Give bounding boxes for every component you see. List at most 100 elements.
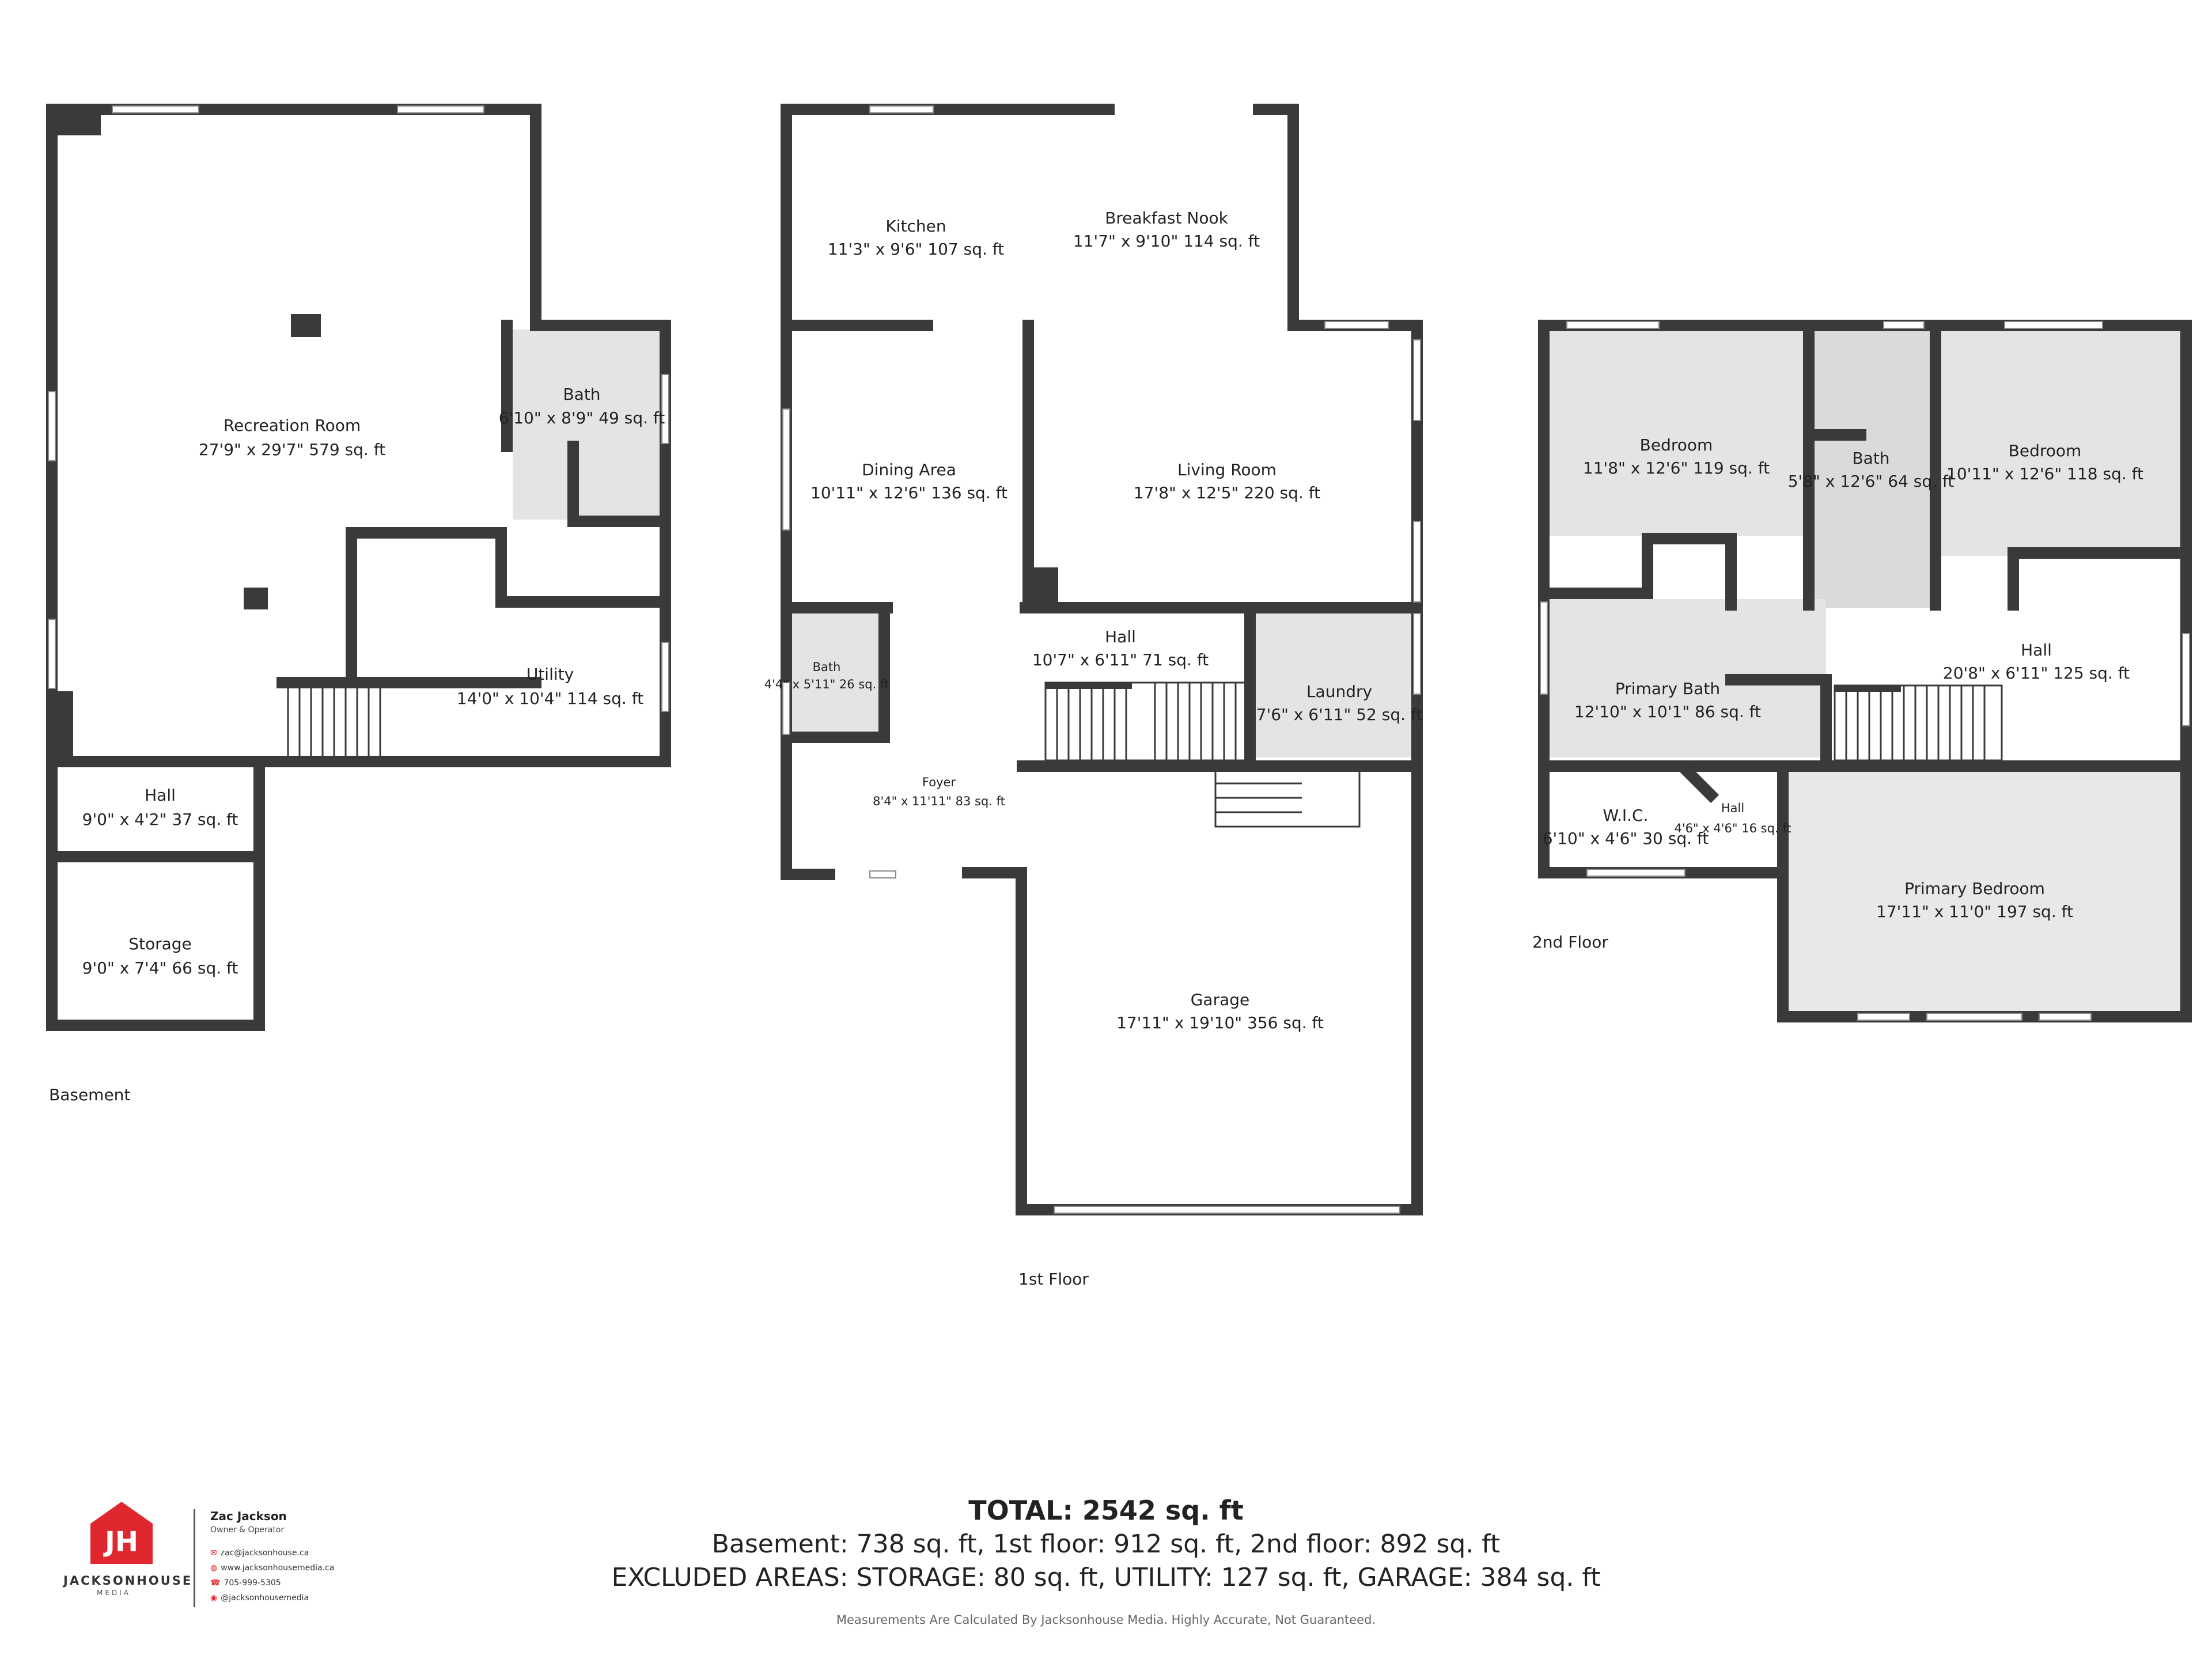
window [2182,633,2190,726]
contact-phone[interactable]: ☎705-999-5305 [210,1578,281,1588]
window [2004,321,2103,329]
logo-letters: JH [103,1526,138,1558]
window [1926,1013,2022,1021]
second-primary-bath-name: Primary Bath [1615,679,1720,698]
basement-hall-dims: 9'0" x 4'2" 37 sq. ft [82,810,238,829]
second-floor-plan: Bedroom 11'8" x 12'6" 119 sq. ft Bath 5'… [1532,320,2192,1022]
second-bath-name: Bath [1852,449,1889,468]
owner-name: Zac Jackson [210,1509,287,1523]
contact-website[interactable]: ◍www.jacksonhousemedia.ca [210,1563,334,1573]
second-bedroom2-name: Bedroom [2009,441,2082,460]
second-floor-label: 2nd Floor [1532,933,1608,952]
second-wic-name: W.I.C. [1603,806,1649,825]
window [397,105,484,113]
basement-post [291,314,321,337]
basement-utility-name: Utility [527,665,574,684]
basement-stairs [287,684,381,759]
basement-utility-dims: 14'0" x 10'4" 114 sq. ft [457,689,643,708]
first-laundry-name: Laundry [1306,682,1372,701]
email-icon: ✉ [210,1548,217,1558]
basement-storage-name: Storage [128,934,192,953]
window [661,642,669,712]
first-bath-dims: 4'4" x 5'11" 26 sq. ft [764,677,889,691]
company-name: JACKSONHOUSE [63,1574,193,1588]
window [1413,613,1421,695]
website-text: www.jacksonhousemedia.ca [221,1563,335,1573]
basement-plan: Recreation Room 27'9" x 29'7" 579 sq. ft… [46,104,671,1104]
jacksonhouse-logo: JH [90,1502,153,1564]
second-wic-dims: 6'10" x 4'6" 30 sq. ft [1543,829,1709,848]
basement-storage-dims: 9'0" x 7'4" 66 sq. ft [82,959,238,978]
second-primary-bedroom-dims: 17'11" x 11'0" 197 sq. ft [1876,902,2073,921]
basement-hall-name: Hall [145,786,176,805]
disclaimer: Measurements Are Calculated By Jacksonho… [836,1613,1376,1627]
garage-door [1054,1206,1400,1214]
window [48,619,56,689]
second-small-hall-dims: 4'6" x 4'6" 16 sq. ft [1674,821,1791,835]
window [661,374,669,444]
basement-post [244,588,268,609]
window [869,105,934,113]
window [782,682,790,735]
second-primary-bedroom-name: Primary Bedroom [1904,879,2045,898]
floor-breakdown: Basement: 738 sq. ft, 1st floor: 912 sq.… [711,1529,1501,1559]
brand-divider [194,1509,195,1607]
window [1540,601,1548,695]
window [48,391,56,461]
first-living-name: Living Room [1177,460,1277,479]
first-nook-dims: 11'7" x 9'10" 114 sq. ft [1073,232,1260,251]
phone-icon: ☎ [210,1578,221,1588]
window [1586,869,1685,877]
window [782,408,790,531]
company-subtitle: MEDIA [97,1589,131,1597]
social-text: @jacksonhousemedia [221,1593,309,1603]
window [1324,321,1389,329]
total-area: TOTAL: 2542 sq. ft [968,1495,1244,1526]
basement-wall-block [47,691,73,760]
first-nook-name: Breakfast Nook [1105,209,1228,228]
second-bedroom1-dims: 11'8" x 12'6" 119 sq. ft [1583,459,1770,478]
second-stairs [1834,684,2003,762]
basement-floor-label: Basement [49,1085,130,1104]
first-hall-name: Hall [1105,627,1136,646]
second-small-hall-name: Hall [1721,801,1744,815]
first-foyer-name: Foyer [922,775,956,789]
first-stairs [1044,681,1361,828]
first-dining-name: Dining Area [862,460,956,479]
contact-social[interactable]: ◉@jacksonhousemedia [210,1593,309,1603]
first-foyer-dims: 8'4" x 11'11" 83 sq. ft [873,794,1005,808]
first-post [1028,567,1058,605]
window [1857,1013,1910,1021]
first-bath-name: Bath [813,660,841,674]
window [869,870,896,878]
first-floor-label: 1st Floor [1018,1270,1089,1289]
second-bedroom2-fill [1938,331,2180,556]
owner-role: Owner & Operator [210,1525,285,1535]
window [1413,339,1421,421]
email-text: zac@jacksonhouse.ca [220,1548,309,1558]
first-bath-fill [790,611,882,736]
window [2039,1013,2092,1021]
window [1566,321,1660,329]
first-kitchen-dims: 11'3" x 9'6" 107 sq. ft [828,240,1004,259]
basement-recreation-dims: 27'9" x 29'7" 579 sq. ft [199,440,385,459]
window [1413,521,1421,603]
second-primary-bath-dims: 12'10" x 10'1" 86 sq. ft [1574,702,1761,721]
second-bedroom2-dims: 10'11" x 12'6" 118 sq. ft [1946,464,2143,483]
instagram-icon: ◉ [210,1593,218,1603]
first-laundry-fill [1256,611,1411,757]
excluded-areas: EXCLUDED AREAS: STORAGE: 80 sq. ft, UTIL… [611,1563,1601,1592]
first-garage-dims: 17'11" x 19'10" 356 sq. ft [1116,1013,1324,1032]
first-hall-dims: 10'7" x 6'11" 71 sq. ft [1032,650,1209,669]
first-floor-plan: Kitchen 11'3" x 9'6" 107 sq. ft Breakfas… [764,104,1423,1289]
second-bedroom1-fill [1550,331,1806,536]
basement-bath-dims: 6'10" x 8'9" 49 sq. ft [499,408,665,427]
first-garage-name: Garage [1191,990,1250,1009]
basement-bath-fill [513,329,660,520]
contact-email[interactable]: ✉zac@jacksonhouse.ca [210,1548,309,1558]
window [1883,321,1925,329]
basement-corner-block [58,112,101,135]
first-kitchen-name: Kitchen [885,217,946,236]
phone-text: 705-999-5305 [224,1578,281,1588]
first-laundry-dims: 7'6" x 6'11" 52 sq. ft [1256,705,1423,724]
